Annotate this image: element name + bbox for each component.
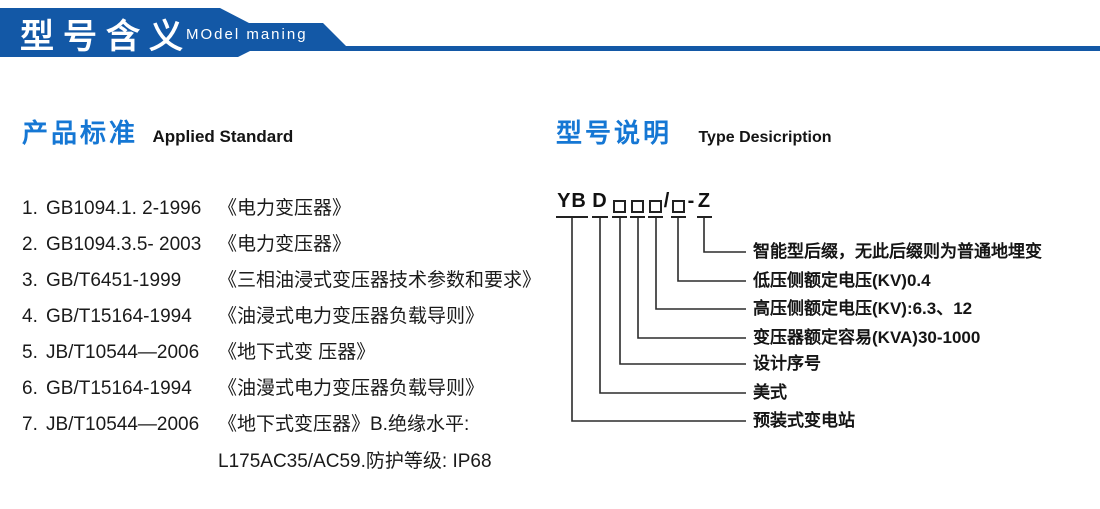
- standard-item: 5. JB/T10544—2006 《地下式变 压器》: [22, 341, 554, 365]
- standard-number: 2.: [22, 234, 38, 255]
- standard-item: 3. GB/T6451-1999 《三相油浸式变压器技术参数和要求》: [22, 269, 554, 293]
- placeholder-box-icon: [613, 200, 626, 213]
- model-code-diagram: YB D / - Z 智能型后缀，无此后缀则为普通地埋变 低压侧额定电压(KV)…: [552, 186, 1100, 466]
- placeholder-box-icon: [672, 200, 685, 213]
- banner-shape: [0, 8, 1100, 57]
- placeholder-box-icon: [649, 200, 662, 213]
- code-prefix: YB: [556, 188, 588, 218]
- code-dash: -: [687, 190, 696, 212]
- label-hv-voltage: 高压侧额定电压(KV):6.3、12: [753, 299, 973, 318]
- standard-number: 6.: [22, 378, 38, 399]
- applied-standard-heading-en: Applied Standard: [152, 127, 294, 146]
- page-subtitle: MOdel maning: [186, 26, 308, 43]
- standard-code: GB1094.1. 2-1996: [46, 198, 202, 219]
- code-suffix: Z: [697, 188, 712, 218]
- standard-desc: 《油浸式电力变压器负载导则》: [218, 306, 485, 327]
- standard-code: JB/T10544—2006: [46, 342, 200, 363]
- standard-item: 7. JB/T10544—2006 《地下式变压器》B.绝缘水平: L175AC…: [22, 413, 554, 474]
- label-lv-voltage: 低压侧额定电压(KV)0.4: [753, 271, 931, 290]
- page-title: 型号含义: [20, 18, 192, 56]
- standard-code: GB1094.3.5- 2003: [46, 234, 202, 255]
- placeholder-box-icon: [631, 200, 644, 213]
- label-design-serial: 设计序号: [753, 354, 821, 373]
- code-hv-box: [648, 188, 663, 218]
- code-capacity-box: [612, 188, 627, 218]
- code-series: D: [592, 188, 608, 218]
- page-banner: 型号含义 MOdel maning: [0, 0, 1100, 62]
- standard-code: GB/T15164-1994: [46, 306, 192, 327]
- standard-desc: 《地下式变 压器》: [218, 342, 376, 363]
- standard-desc: 《油漫式电力变压器负载导则》: [218, 378, 485, 399]
- type-description-heading-cn: 型号说明: [556, 118, 673, 148]
- connector-lines: [571, 217, 746, 422]
- standard-desc: 《电力变压器》: [218, 234, 352, 255]
- standard-desc: 《电力变压器》: [218, 198, 352, 219]
- standard-number: 5.: [22, 342, 38, 363]
- code-lv-box: [671, 188, 686, 218]
- standard-number: 4.: [22, 306, 38, 327]
- standards-list: 1. GB1094.1. 2-1996 《电力变压器》 2. GB1094.3.…: [22, 197, 554, 486]
- standard-number: 1.: [22, 198, 38, 219]
- label-smart-suffix: 智能型后缀，无此后缀则为普通地埋变: [753, 242, 1042, 261]
- standard-desc-line-1: 《地下式变压器》B.绝缘水平:: [218, 414, 470, 435]
- standard-item: 6. GB/T15164-1994 《油漫式电力变压器负载导则》: [22, 377, 554, 401]
- applied-standard-heading: 产品标准 Applied Standard: [22, 113, 293, 150]
- standard-desc-line-2: L175AC35/AC59.防护等级: IP68: [218, 451, 492, 472]
- standard-code: GB/T6451-1999: [46, 270, 182, 291]
- standard-number: 7.: [22, 414, 38, 435]
- type-description-heading: 型号说明 Type Desicription: [556, 113, 832, 150]
- standard-number: 3.: [22, 270, 38, 291]
- label-american-style: 美式: [753, 383, 787, 402]
- code-capacity-box: [630, 188, 645, 218]
- standard-item: 4. GB/T15164-1994 《油浸式电力变压器负载导则》: [22, 305, 554, 329]
- standard-item: 2. GB1094.3.5- 2003 《电力变压器》: [22, 233, 554, 257]
- standard-code: JB/T10544—2006: [46, 414, 200, 435]
- applied-standard-heading-cn: 产品标准: [22, 118, 139, 148]
- standard-desc: 《三相油浸式变压器技术参数和要求》: [218, 270, 542, 291]
- standard-item: 1. GB1094.1. 2-1996 《电力变压器》: [22, 197, 554, 221]
- type-description-heading-en: Type Desicription: [698, 129, 832, 146]
- standard-code: GB/T15164-1994: [46, 378, 192, 399]
- label-rated-capacity: 变压器额定容易(KVA)30-1000: [753, 328, 981, 347]
- code-slash: /: [663, 190, 671, 212]
- standard-desc: 《地下式变压器》B.绝缘水平: L175AC35/AC59.防护等级: IP68: [218, 413, 554, 474]
- label-prefab-substation: 预装式变电站: [753, 411, 855, 430]
